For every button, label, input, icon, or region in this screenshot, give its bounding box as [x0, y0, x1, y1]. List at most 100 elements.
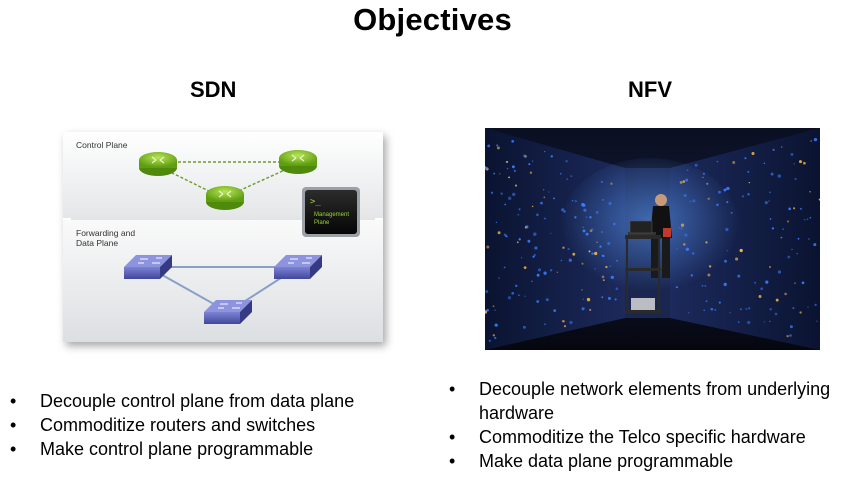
bullet-glyph: • [10, 415, 17, 435]
server-light [771, 227, 775, 230]
server-light [769, 191, 771, 194]
server-light [691, 252, 695, 255]
bullet-text: Decouple control plane from data plane [40, 391, 355, 411]
server-light [527, 239, 531, 243]
server-light [518, 238, 521, 241]
server-light [813, 243, 817, 247]
server-light [782, 228, 784, 230]
management-terminal-icon: >_ Management Plane [302, 187, 360, 237]
server-light [500, 192, 503, 195]
server-light [560, 259, 563, 262]
server-light [486, 308, 489, 312]
server-light [772, 148, 775, 152]
bullet-text: Commoditize routers and switches [40, 415, 316, 435]
server-light [514, 184, 518, 187]
server-light [532, 255, 535, 258]
server-light [521, 257, 523, 259]
server-light [490, 191, 494, 194]
server-light [570, 175, 573, 177]
server-light [497, 231, 501, 235]
server-light [685, 247, 690, 251]
server-light [716, 160, 719, 163]
server-light [754, 281, 757, 284]
server-light [707, 197, 710, 200]
bullet-text: Decouple network elements from underlyin… [479, 379, 831, 423]
server-light [496, 144, 499, 147]
server-light [492, 305, 495, 308]
management-label-line2: Plane [314, 220, 330, 226]
router-icon [139, 152, 177, 176]
server-light [585, 232, 589, 236]
bullet-glyph: • [10, 439, 17, 459]
server-light [523, 266, 527, 269]
datacenter-photo [485, 128, 820, 350]
server-light [494, 309, 496, 311]
server-light [553, 197, 555, 200]
server-light [499, 173, 501, 175]
switch-icon [274, 255, 322, 279]
server-light [566, 178, 569, 180]
server-light [615, 287, 619, 290]
server-light [723, 188, 727, 192]
server-light [769, 218, 772, 220]
server-light [708, 265, 712, 268]
server-light [744, 157, 747, 160]
server-light [680, 223, 685, 227]
server-light [553, 309, 557, 312]
server-light [581, 203, 585, 207]
server-light [747, 193, 750, 196]
server-light [506, 167, 509, 170]
switch-icon [204, 300, 252, 324]
server-light [705, 300, 708, 303]
server-light [702, 176, 704, 179]
server-light [689, 200, 692, 203]
server-light [511, 139, 515, 143]
server-light [610, 182, 613, 185]
server-light [610, 275, 614, 280]
server-light [488, 339, 491, 342]
server-light [748, 307, 751, 310]
server-light [542, 189, 545, 191]
server-light [485, 166, 488, 170]
server-light [794, 177, 797, 181]
server-light [692, 199, 696, 203]
nfv-heading: NFV [628, 77, 672, 102]
list-item: • Commoditize the Telco specific hardwar… [449, 425, 865, 449]
server-light [601, 254, 604, 257]
server-light [609, 265, 611, 267]
server-light [591, 252, 594, 255]
server-light [765, 280, 769, 284]
server-light [534, 254, 536, 256]
server-light [495, 221, 498, 224]
server-light [768, 200, 770, 202]
server-light [508, 176, 511, 179]
server-light [563, 210, 566, 213]
server-light [793, 163, 795, 165]
server-light [730, 211, 733, 214]
server-light [703, 309, 706, 312]
server-light [747, 320, 751, 325]
server-light [735, 257, 739, 261]
server-light [494, 323, 498, 327]
server-light [760, 287, 764, 291]
server-light [581, 289, 583, 291]
server-light [607, 242, 611, 245]
list-item: • Make control plane programmable [10, 437, 420, 461]
server-light [571, 200, 574, 202]
router-icon [279, 150, 317, 174]
control-plane-label: Control Plane [76, 140, 128, 150]
bullet-text: Commoditize the Telco specific hardware [479, 427, 806, 447]
server-light [517, 213, 520, 216]
router-icon [206, 186, 244, 210]
server-light [688, 312, 690, 314]
server-light [589, 308, 592, 311]
nfv-bullet-list: • Decouple network elements from underly… [449, 377, 865, 473]
server-light [616, 259, 618, 262]
server-light [589, 215, 592, 219]
server-light [586, 297, 591, 302]
server-light [559, 172, 562, 175]
server-light [599, 245, 602, 248]
server-light [485, 166, 486, 168]
server-light [569, 320, 573, 325]
server-light [528, 163, 531, 166]
